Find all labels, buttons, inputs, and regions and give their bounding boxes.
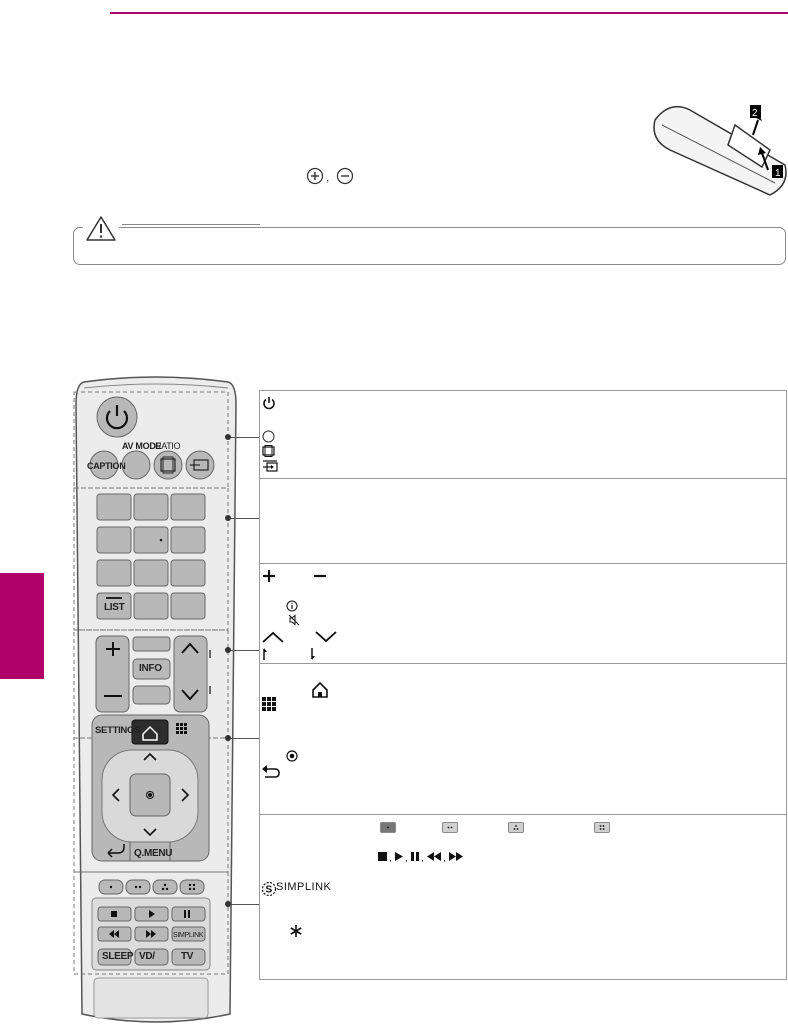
leader-dot-4: [225, 735, 231, 741]
list-button: LIST: [104, 602, 125, 613]
leader-dot-5: [225, 901, 231, 907]
caution-header-line: [122, 224, 260, 225]
chapter-tab: [0, 573, 44, 679]
leader-line-2: [228, 518, 260, 519]
info-button: INFO: [139, 663, 162, 674]
svg-text:,: ,: [326, 170, 329, 184]
volume-minus-icon: [314, 574, 326, 578]
avmode-label: AV MODE: [122, 441, 162, 451]
leader-line-4: [228, 738, 260, 739]
red-button-dots: [387, 826, 389, 829]
power-icon: [263, 397, 275, 410]
settings-button: SETTINGS: [95, 725, 141, 736]
apps-grid-icon: [262, 697, 276, 711]
remote-control-illustration: [73, 376, 237, 1023]
playback-icons: , , , ,: [378, 852, 463, 864]
panel-divider-4: [259, 814, 787, 815]
qmenu-button: Q.MENU: [134, 848, 173, 859]
ratio-icon: [262, 445, 275, 457]
polarity-icons: ,: [306, 167, 354, 185]
panel-divider-1: [259, 478, 787, 479]
svg-text:,: ,: [421, 853, 424, 864]
page-up-icon: [263, 648, 267, 660]
ratio-label: RATIO: [155, 441, 181, 451]
leader-line-1: [228, 437, 260, 438]
mute-icon: [288, 614, 300, 626]
vd-button: VD/: [139, 951, 155, 962]
panel-divider-3: [259, 663, 787, 664]
caution-box: [73, 227, 786, 265]
svg-text:,: ,: [405, 853, 408, 864]
ok-icon: [286, 750, 298, 762]
svg-text:1: 1: [775, 168, 781, 179]
page-down-icon: [311, 648, 315, 660]
svg-text:,: ,: [389, 853, 392, 864]
green-button-icon: [442, 822, 458, 833]
simplink-text: SIMPLINK: [276, 881, 332, 893]
simplink-icon: S: [261, 881, 277, 897]
header-rule: [110, 12, 788, 14]
home-icon: [312, 681, 328, 698]
leader-dot-3: [225, 647, 231, 653]
input-icon: [263, 460, 278, 472]
back-icon: [262, 765, 280, 778]
svg-text:2: 2: [752, 108, 758, 119]
info-icon: [286, 600, 298, 612]
warning-icon: [83, 216, 119, 244]
green-button-dots: [447, 826, 453, 829]
simplink-button: SIMPLINK: [173, 932, 204, 939]
blue-button-dots: [599, 825, 605, 830]
yellow-button-dots: [513, 825, 519, 830]
blue-button-icon: [594, 822, 610, 833]
channel-down-icon: [315, 631, 337, 643]
yellow-button-icon: [508, 822, 524, 833]
sleep-button: SLEEP: [102, 951, 134, 962]
button-description-panel: [259, 390, 787, 980]
volume-plus-icon: [263, 570, 275, 582]
svg-text:S: S: [266, 885, 273, 896]
battery-cover-illustration: 2 1: [653, 105, 787, 196]
leader-line-3: [228, 650, 260, 651]
leader-dot-2: [225, 515, 231, 521]
caption-button: CAPTION: [87, 461, 126, 471]
panel-divider-2: [259, 563, 787, 564]
avmode-circle-icon: [262, 430, 275, 443]
leader-line-5: [228, 904, 260, 905]
leader-dot-1: [225, 434, 231, 440]
asterisk-icon: [290, 925, 302, 937]
channel-up-icon: [262, 631, 284, 643]
tv-button: TV: [181, 951, 194, 962]
svg-text:,: ,: [443, 853, 446, 864]
